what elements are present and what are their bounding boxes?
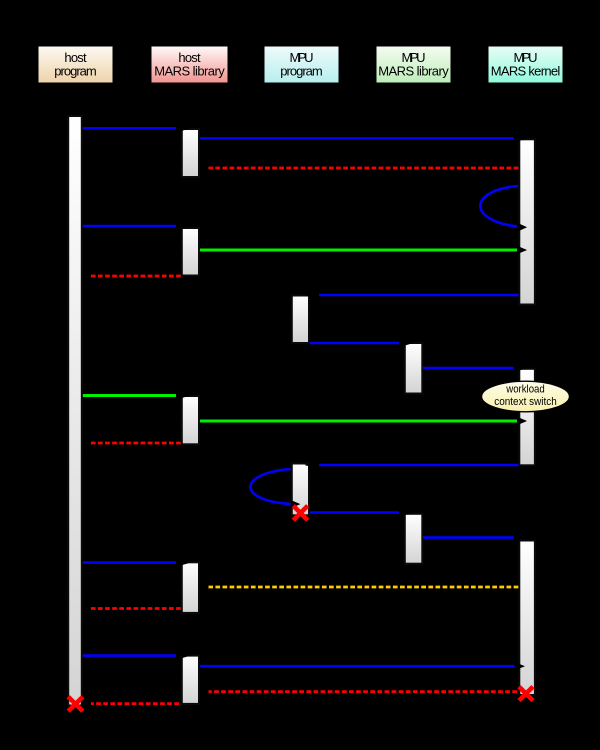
svg-text:MPU: MPU: [514, 50, 538, 65]
svg-text:MPU: MPU: [290, 50, 314, 65]
svg-text:context switch: context switch: [494, 396, 557, 408]
svg-text:MARS library: MARS library: [154, 64, 225, 79]
svg-text:host: host: [64, 50, 87, 65]
svg-text:program: program: [54, 64, 97, 79]
svg-text:program: program: [280, 64, 323, 79]
svg-text:MARS library: MARS library: [378, 64, 449, 79]
svg-text:host: host: [178, 50, 201, 65]
svg-text:MARS kernel: MARS kernel: [491, 64, 561, 79]
svg-text:MPU: MPU: [402, 50, 426, 65]
svg-text:workload: workload: [505, 383, 544, 395]
